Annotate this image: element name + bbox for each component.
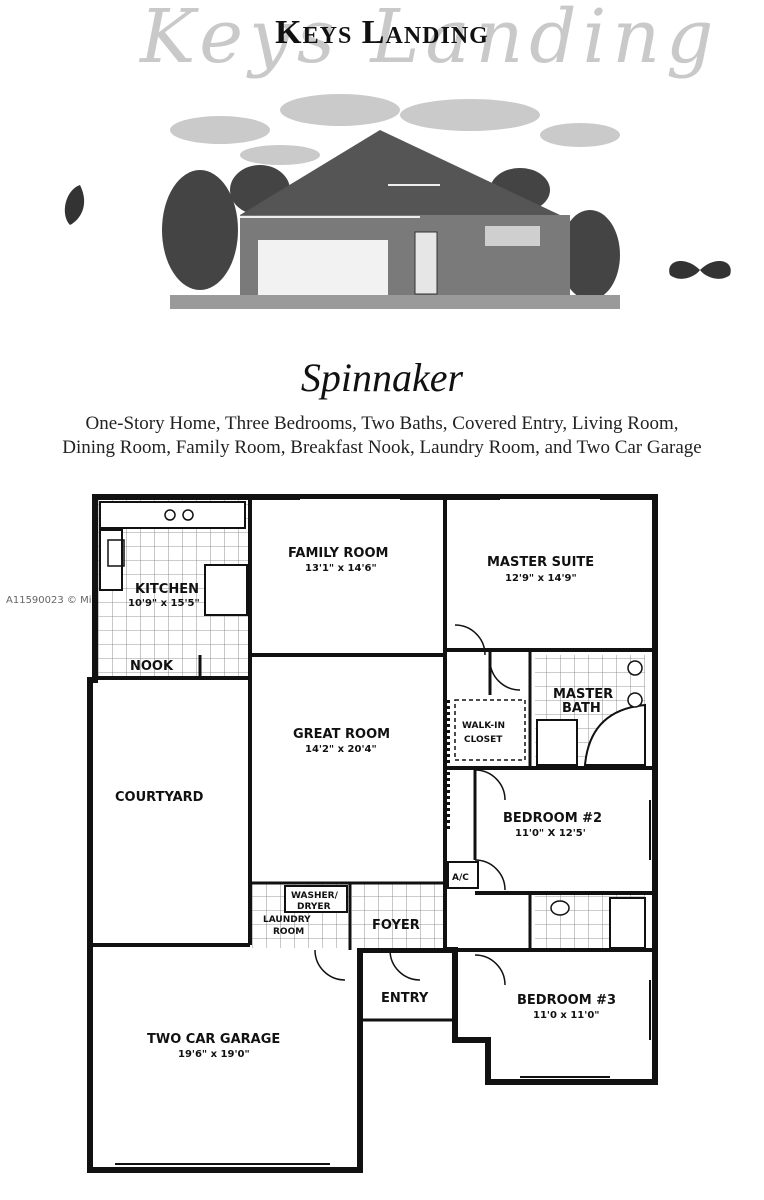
master-suite-dims: 12'9" x 14'9"	[505, 573, 577, 584]
master-bath-label-2: BATH	[562, 701, 601, 716]
walk-in-closet-outline	[454, 699, 526, 761]
brochure-header: Keys Landing Keys Landing	[0, 0, 764, 330]
garage-label: TWO CAR GARAGE	[147, 1032, 280, 1047]
kitchen-dims: 10'9" x 15'5"	[128, 598, 200, 609]
laundry-label: LAUNDRY	[263, 915, 311, 925]
listing-watermark: A11590023 © Miami	[6, 595, 111, 606]
brand-script-watermark: Keys Landing	[140, 0, 720, 80]
garage-dims: 19'6" x 19'0"	[178, 1049, 250, 1060]
lawn	[170, 295, 620, 309]
ac-unit	[447, 861, 479, 889]
laundry-label-2: ROOM	[273, 927, 304, 937]
walk-in-closet-label-2: CLOSET	[464, 735, 503, 745]
bedroom3-dims: 11'0 x 11'0"	[533, 1010, 600, 1021]
foyer-label: FOYER	[372, 918, 420, 933]
master-shower	[536, 719, 578, 766]
bedroom2-label: BEDROOM #2	[503, 811, 602, 826]
ac-label: A/C	[452, 873, 469, 883]
master-tub	[583, 703, 646, 766]
kitchen-counter	[99, 501, 246, 529]
plan-description: One-Story Home, Three Bedrooms, Two Bath…	[10, 412, 754, 460]
garage-door	[258, 240, 388, 300]
nook-label: NOOK	[130, 659, 174, 674]
courtyard-label: COURTYARD	[115, 790, 204, 805]
cloud-shapes	[170, 94, 620, 165]
butterfly-left-icon	[64, 185, 85, 225]
bedroom3-label: BEDROOM #3	[517, 993, 616, 1008]
washer-dryer-box	[284, 885, 348, 913]
washer-dryer-label-2: DRYER	[297, 902, 331, 912]
great-room-label: GREAT ROOM	[293, 727, 390, 742]
front-window	[485, 226, 540, 246]
house-rendering	[162, 94, 620, 309]
roof	[240, 130, 560, 215]
kitchen-island	[204, 564, 248, 616]
brand-title: Keys Landing	[275, 14, 489, 51]
master-bath-label: MASTER	[553, 687, 613, 702]
outer-wall	[87, 494, 658, 1173]
front-door	[414, 231, 438, 295]
great-room-dims: 14'2" x 20'4"	[305, 744, 377, 755]
family-room-label: FAMILY ROOM	[288, 546, 388, 561]
master-suite-label: MASTER SUITE	[487, 555, 594, 570]
walk-in-closet-label: WALK-IN	[462, 721, 505, 731]
washer-dryer-label: WASHER/	[291, 891, 339, 901]
kitchen-label: KITCHEN	[135, 582, 199, 597]
foyer-floor	[352, 883, 444, 948]
hall-tub	[609, 897, 646, 949]
plan-name: Spinnaker	[300, 355, 464, 400]
description-line-1: One-Story Home, Three Bedrooms, Two Bath…	[85, 413, 679, 434]
family-room-dims: 13'1" x 14'6"	[305, 563, 377, 574]
butterfly-right-icon	[669, 260, 731, 279]
bedroom2-dims: 11'0" X 12'5'	[515, 828, 586, 839]
entry-label: ENTRY	[381, 991, 429, 1006]
description-line-2: Dining Room, Family Room, Breakfast Nook…	[62, 437, 702, 458]
